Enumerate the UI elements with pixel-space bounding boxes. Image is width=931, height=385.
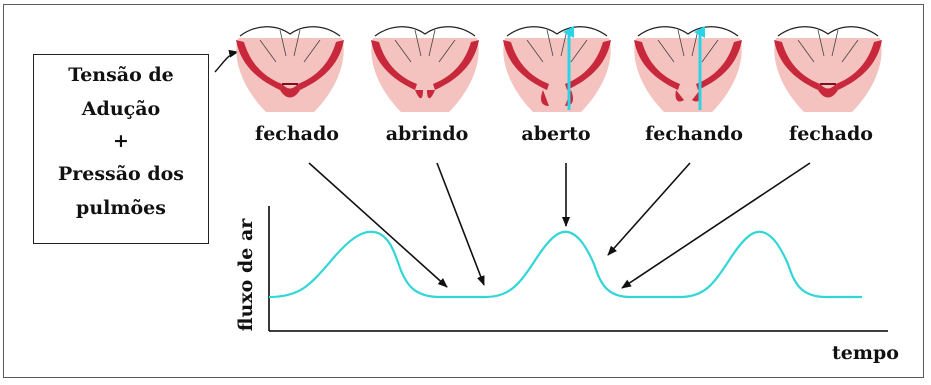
x-axis-label: tempo [832, 342, 899, 364]
vocal-fold-opening [371, 27, 479, 112]
state-label-closed-2: fechado [789, 123, 873, 145]
state-label-closing: fechando [645, 123, 743, 145]
vocal-fold-closed-2 [774, 27, 882, 112]
graph-axes [269, 206, 888, 331]
state-label-opening: abrindo [386, 123, 469, 145]
pointer-arrow-opening [437, 163, 484, 285]
state-label-open: aberto [521, 123, 590, 145]
vocal-fold-closed-1 [236, 27, 344, 112]
pointer-arrow-closing [608, 163, 690, 255]
state-label-closed-1: fechado [255, 123, 339, 145]
pointer-arrow-closed-1 [309, 163, 447, 287]
vocal-fold-open [503, 27, 611, 112]
y-axis-label: fluxo de ar [235, 219, 257, 332]
cause-arrow [215, 52, 238, 72]
airflow-curve [269, 232, 862, 297]
vocal-fold-closing [634, 27, 742, 112]
pointer-arrow-closed-2 [622, 163, 810, 288]
state-pointer-arrows [309, 163, 810, 288]
